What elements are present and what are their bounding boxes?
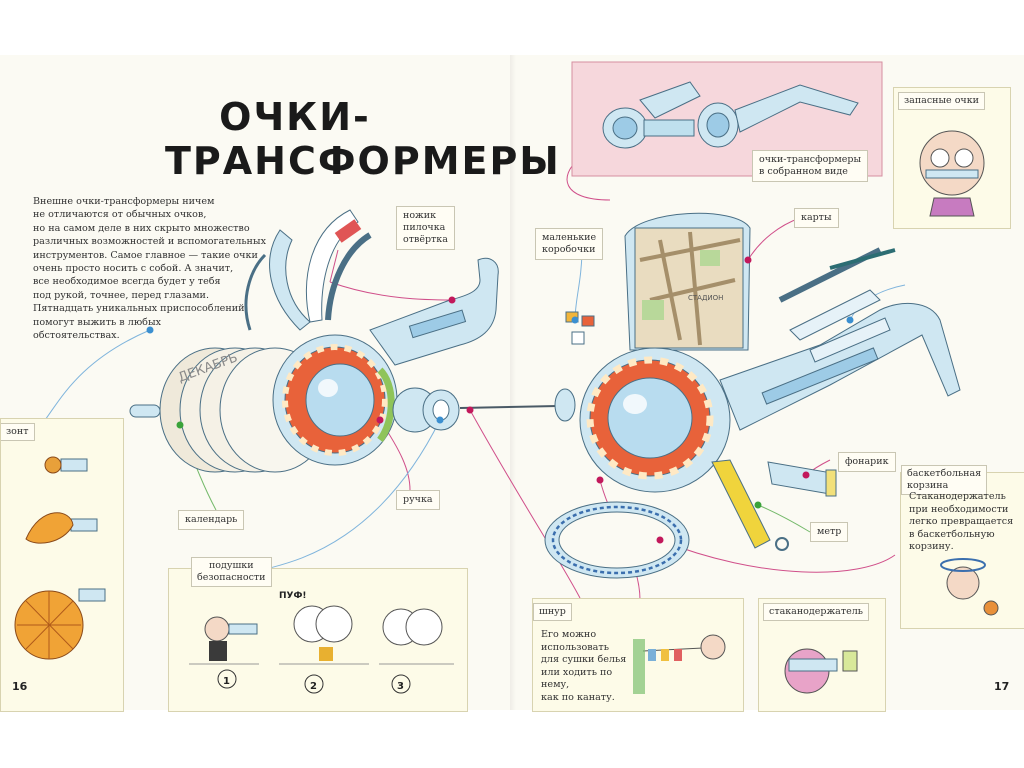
intro-line: инструментов. Самое главное — такие очки — [33, 249, 258, 261]
intro-line: все необходимое всегда будет у тебя — [33, 276, 221, 288]
cord-text-line: или ходить по нему, — [541, 666, 613, 691]
label-knife-line: пилочка — [403, 222, 446, 233]
leader-knife-2 — [329, 249, 339, 283]
label-knife: ножик пилочка отвёртка — [396, 206, 455, 250]
leader-cord — [469, 409, 581, 599]
label-flashlight: фонарик — [838, 452, 896, 472]
basket-panel: баскетбольная корзина Стаканодержатель п… — [900, 465, 1024, 629]
intro-line: помогут выжить в любых — [33, 316, 161, 328]
cord-text-line: использовать — [541, 641, 609, 653]
basket-text-line: в баскетбольную — [909, 528, 995, 540]
label-assembled-line: очки-трансформеры — [759, 154, 862, 165]
cord-text-line: как по канату. — [541, 691, 615, 703]
label-calendar: календарь — [178, 510, 245, 530]
intro-line: Внешне очки-трансформеры ничем — [33, 196, 215, 207]
leader-cushions — [269, 419, 441, 569]
leader-maps — [747, 217, 801, 261]
title-line-1: ОЧКИ- — [219, 95, 371, 139]
intro-line: под рукой, точнее, перед глазами. — [33, 289, 209, 301]
intro-line: обстоятельствах. — [33, 330, 120, 342]
leader-basket — [659, 539, 896, 573]
basket-title-line: баскетбольная — [907, 468, 982, 479]
basket-text-line: легко превращается — [909, 516, 1014, 527]
cord-line — [459, 405, 559, 409]
cushions-panel-title: подушки безопасности — [191, 557, 272, 587]
basket-drawing — [940, 558, 999, 616]
label-boxes-line: коробочки — [542, 244, 596, 255]
cord-panel-text: Его можно использовать для сушки белья и… — [541, 629, 641, 704]
intro-line: различных возможностей и вспомогательных — [33, 236, 266, 248]
basket-panel-text: Стаканодержатель при необходимости легко… — [909, 491, 1019, 554]
basket-text-line: при необходимости — [909, 503, 1009, 515]
spare-glasses-panel-title: запасные очки — [898, 92, 985, 110]
spare-glasses-drawing — [919, 130, 985, 217]
label-handle: ручка — [396, 490, 440, 510]
umbrella-drawings — [14, 456, 106, 660]
book-gutter — [510, 55, 516, 710]
label-knife-line: отвёртка — [403, 234, 448, 245]
intro-line: очень просто носить с собой. А значит, — [33, 263, 234, 275]
basket-text-line: Стаканодержатель — [909, 491, 1006, 502]
map-stadium-text: СТАДИОН — [688, 294, 723, 302]
spare-glasses-panel: запасные очки — [893, 87, 1011, 229]
cushions-title-line: безопасности — [197, 572, 266, 583]
assembled-glasses-drawing — [602, 81, 859, 149]
cushions-panel: подушки безопасности 1 2 3 ПУФ! — [168, 557, 468, 712]
page-number-left: 16 — [12, 680, 28, 693]
label-maps: карты — [794, 208, 839, 228]
umbrella-panel-title: зонт — [1, 423, 35, 441]
leader-meter — [757, 504, 811, 533]
leader-knife — [329, 281, 453, 301]
intro-line: не отличаются от обычных очков, — [33, 209, 207, 221]
cord-text-line: для сушки белья — [541, 654, 627, 665]
cushions-step-3: 3 — [397, 681, 404, 692]
left-lens-exploded: ДЕКАБРЬ — [129, 209, 499, 473]
cupholder-drawing — [784, 648, 858, 694]
cord-panel: шнур Его можно использовать для сушки бе… — [532, 598, 744, 712]
page-title: ОЧКИ- ТРАНСФОРМЕРЫ — [165, 95, 561, 183]
intro-line: Пятнадцать уникальных приспособлений — [33, 303, 245, 315]
right-lens: СТАДИОН — [544, 212, 961, 579]
cupholder-panel: стаканодержатель — [758, 598, 886, 712]
basket-panel-title: баскетбольная корзина — [901, 465, 988, 495]
cord-drawing — [633, 634, 726, 694]
leader-umbrella — [44, 329, 151, 421]
cushions-step-1: 1 — [223, 676, 230, 687]
cord-text-line: Его можно — [541, 629, 597, 640]
intro-line: но на самом деле в них скрыто множество — [33, 222, 250, 234]
basket-text-line: корзину. — [909, 541, 954, 552]
label-assembled: очки-трансформеры в собранном виде — [752, 150, 869, 182]
cupholder-panel-title: стаканодержатель — [763, 603, 869, 621]
cushions-title-line: подушки — [208, 560, 254, 571]
basket-title-line: корзина — [907, 480, 949, 491]
label-knife-line: ножик — [403, 210, 437, 221]
cushions-drawings — [189, 605, 454, 694]
cushions-step-2: 2 — [310, 681, 317, 692]
umbrella-panel: зонт — [0, 418, 124, 712]
label-assembled-line: в собранном виде — [759, 166, 848, 177]
title-line-2: ТРАНСФОРМЕРЫ — [165, 139, 561, 183]
intro-paragraph: Внешне очки-трансформеры ничем не отлича… — [33, 195, 271, 342]
label-boxes: маленькие коробочки — [535, 228, 604, 260]
cushions-sound: ПУФ! — [279, 591, 307, 601]
label-boxes-line: маленькие — [542, 232, 597, 243]
label-meter: метр — [810, 522, 849, 542]
page-number-right: 17 — [994, 680, 1010, 693]
cord-panel-title: шнур — [533, 603, 572, 621]
